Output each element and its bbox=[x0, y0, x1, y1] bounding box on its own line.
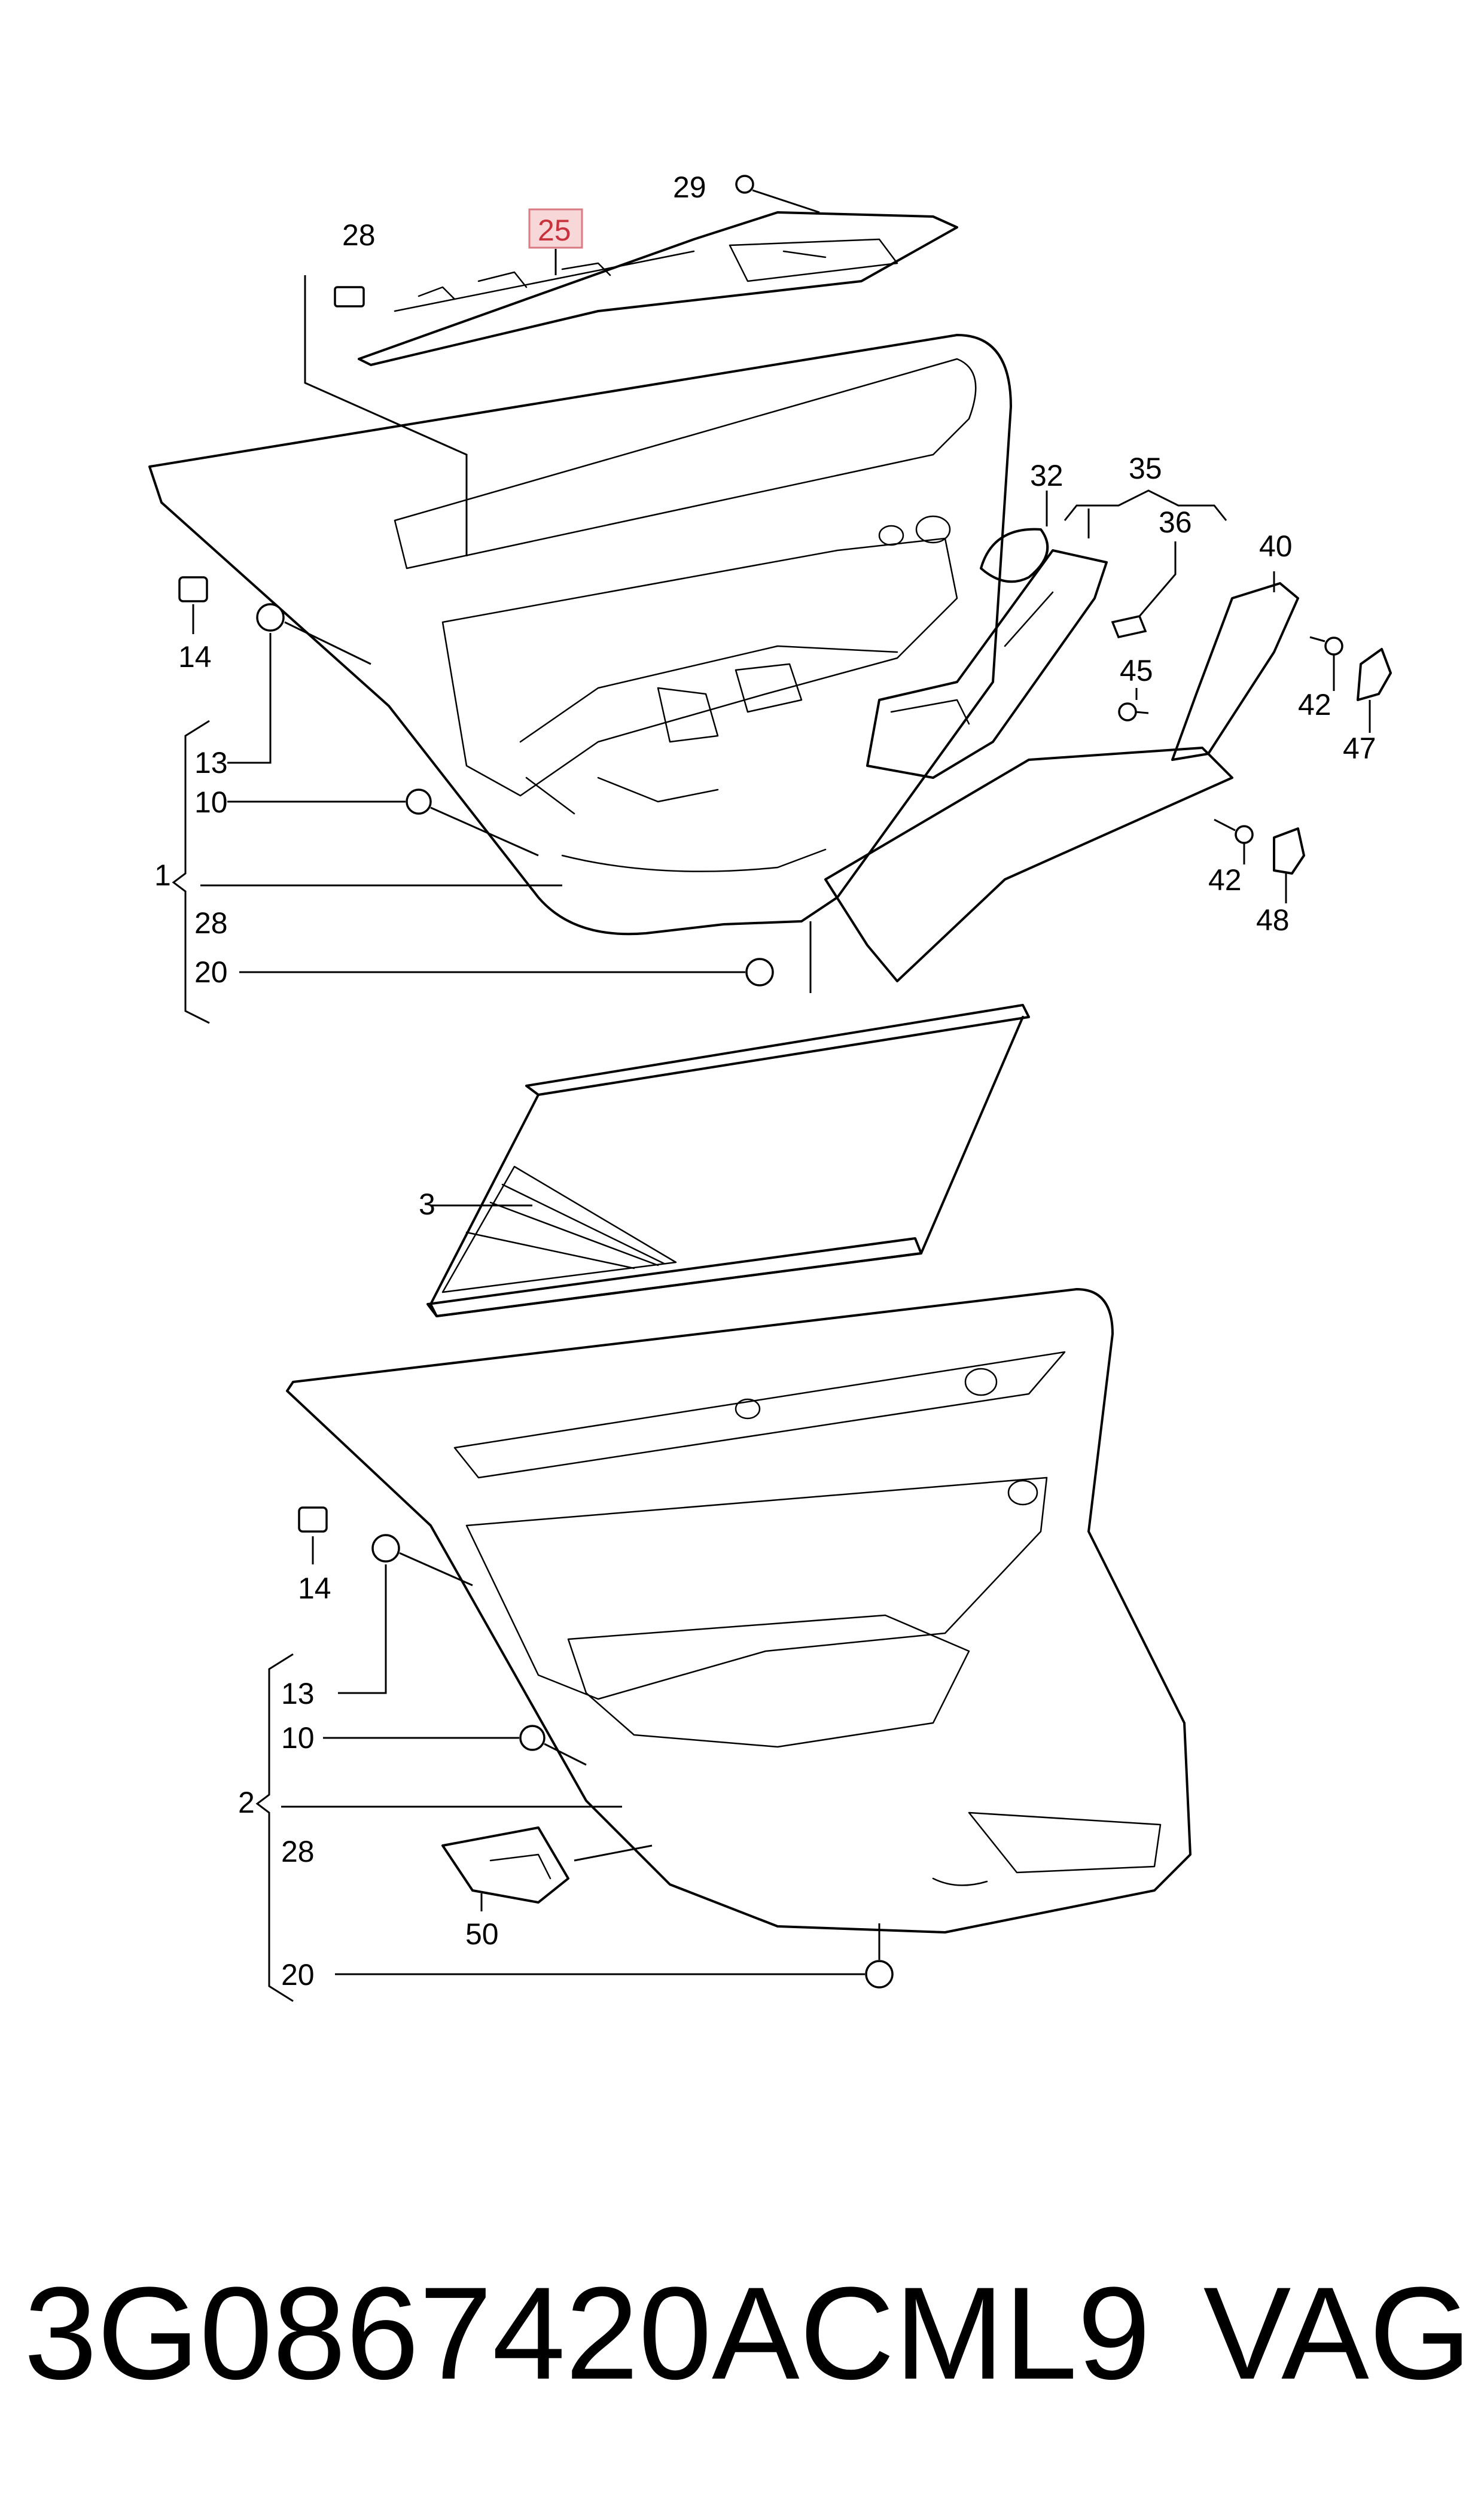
screw-42-upper bbox=[1309, 636, 1343, 691]
callout-10-lower: 10 bbox=[281, 1721, 315, 1755]
callout-13-lower: 13 bbox=[281, 1677, 315, 1710]
fastener-13-lower bbox=[338, 1534, 473, 1694]
callout-25: 25 bbox=[538, 214, 571, 247]
callout-14-upper: 14 bbox=[178, 640, 212, 674]
door-panel-lower bbox=[286, 1288, 1192, 1934]
fastener-13-upper bbox=[227, 603, 371, 764]
clip-28-top bbox=[304, 275, 468, 556]
callout-13-upper: 13 bbox=[194, 746, 228, 780]
fastener-20-upper bbox=[239, 921, 812, 993]
callout-32: 32 bbox=[1030, 459, 1064, 492]
screw-45 bbox=[1118, 688, 1149, 721]
callout-50: 50 bbox=[465, 1917, 499, 1951]
fastener-20-lower bbox=[335, 1923, 894, 1989]
pull-handle-40 bbox=[1171, 571, 1299, 761]
callout-1: 1 bbox=[154, 858, 171, 892]
callout-20-upper: 20 bbox=[194, 955, 228, 989]
armrest bbox=[824, 549, 1233, 982]
callout-45: 45 bbox=[1120, 654, 1153, 687]
callout-14-lower: 14 bbox=[298, 1572, 331, 1605]
callout-42-lower: 42 bbox=[1208, 863, 1242, 897]
callout-28-lower: 28 bbox=[281, 1835, 315, 1868]
callout-35: 35 bbox=[1129, 452, 1162, 485]
callout-3: 3 bbox=[419, 1188, 435, 1221]
fastener-10-upper bbox=[227, 788, 539, 857]
screw-29 bbox=[735, 175, 820, 214]
cover-47 bbox=[1357, 648, 1392, 733]
screw-42-lower bbox=[1214, 818, 1254, 864]
insulation-mat-3 bbox=[426, 1004, 1030, 1317]
callout-40: 40 bbox=[1259, 529, 1293, 563]
fastener-14-upper bbox=[178, 576, 208, 634]
callout-20-lower: 20 bbox=[281, 1958, 315, 1992]
bezel-32 bbox=[980, 491, 1049, 583]
brand-label: VAG bbox=[1203, 2260, 1471, 2407]
callout-29: 29 bbox=[673, 170, 706, 204]
group-bracket-1 bbox=[172, 720, 562, 1024]
callout-42-upper: 42 bbox=[1298, 688, 1331, 721]
callout-25-highlight: 25 bbox=[528, 208, 583, 249]
callout-48: 48 bbox=[1256, 903, 1290, 937]
cover-48 bbox=[1273, 827, 1305, 903]
upper-trim-strip bbox=[358, 211, 958, 366]
callout-47: 47 bbox=[1343, 732, 1376, 765]
footer: 3G0867420ACML9 VAG bbox=[24, 2255, 1471, 2411]
callout-28-top: 28 bbox=[342, 218, 376, 252]
callout-2: 2 bbox=[238, 1786, 255, 1819]
fastener-10-lower bbox=[323, 1725, 587, 1766]
cover-50 bbox=[441, 1826, 653, 1911]
clip-36 bbox=[1111, 541, 1177, 639]
door-panel-upper bbox=[148, 334, 1012, 936]
callout-10-upper: 10 bbox=[194, 785, 228, 819]
bracket-35 bbox=[1064, 489, 1227, 538]
callout-36: 36 bbox=[1159, 506, 1192, 539]
callout-28-upper: 28 bbox=[194, 906, 228, 940]
group-bracket-2 bbox=[255, 1653, 622, 2002]
fastener-14-lower bbox=[298, 1506, 328, 1564]
part-number: 3G0867420ACML9 bbox=[24, 2260, 1151, 2407]
